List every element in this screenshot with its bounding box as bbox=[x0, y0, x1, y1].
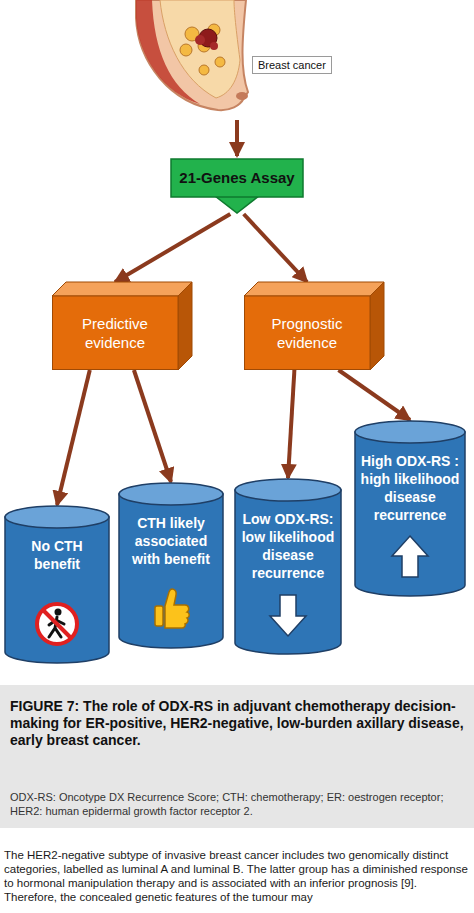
outcome-cylinder: High ODX-RS : high likelihood disease re… bbox=[354, 420, 466, 598]
figure-caption: FIGURE 7: The role of ODX-RS in adjuvant… bbox=[10, 698, 464, 749]
node-text-area: CTH likely associated with benefit bbox=[122, 514, 220, 568]
illustration-label: Breast cancer bbox=[252, 56, 332, 74]
node-label: No CTH benefit bbox=[8, 537, 106, 573]
thumb-icon bbox=[147, 586, 195, 632]
body-text: The HER2-negative subtype of invasive br… bbox=[4, 848, 470, 904]
node-text-area: 21-Genes Assay bbox=[176, 169, 298, 187]
node-label: Prognostic evidence bbox=[248, 314, 366, 352]
no-icon bbox=[33, 601, 81, 647]
flow-arrow bbox=[288, 370, 294, 478]
flow-arrow bbox=[339, 370, 411, 420]
abbreviation-note: ODX-RS: Oncotype DX Recurrence Score; CT… bbox=[10, 790, 464, 818]
node-label: Predictive evidence bbox=[56, 314, 174, 352]
layout-arrow bbox=[0, 0, 474, 170]
up-icon bbox=[386, 534, 434, 580]
node-text-area: Low ODX-RS: low likelihood disease recur… bbox=[238, 510, 338, 582]
node-label: High ODX-RS : high likelihood disease re… bbox=[358, 452, 462, 524]
node-label: CTH likely associated with benefit bbox=[122, 514, 220, 568]
node-text-area: Predictive evidence bbox=[56, 314, 174, 352]
flow-arrow bbox=[115, 214, 230, 282]
flow-arrow bbox=[57, 370, 90, 505]
outcome-cylinder: No CTH benefit bbox=[4, 505, 110, 665]
flow-arrow bbox=[134, 370, 171, 482]
evidence-box: Predictive evidence bbox=[52, 282, 192, 370]
flow-arrow bbox=[244, 214, 307, 282]
assay-box: 21-Genes Assay bbox=[170, 158, 304, 214]
node-text-area: High ODX-RS : high likelihood disease re… bbox=[358, 452, 462, 524]
node-text-area: Prognostic evidence bbox=[248, 314, 366, 352]
outcome-cylinder: CTH likely associated with benefit bbox=[118, 482, 224, 650]
breast-illustration bbox=[130, 0, 254, 116]
down-icon bbox=[264, 592, 312, 638]
node-text-area: No CTH benefit bbox=[8, 537, 106, 573]
node-label: Low ODX-RS: low likelihood disease recur… bbox=[238, 510, 338, 582]
evidence-box: Prognostic evidence bbox=[244, 282, 384, 370]
outcome-cylinder: Low ODX-RS: low likelihood disease recur… bbox=[234, 478, 342, 656]
node-label: 21-Genes Assay bbox=[176, 169, 298, 187]
